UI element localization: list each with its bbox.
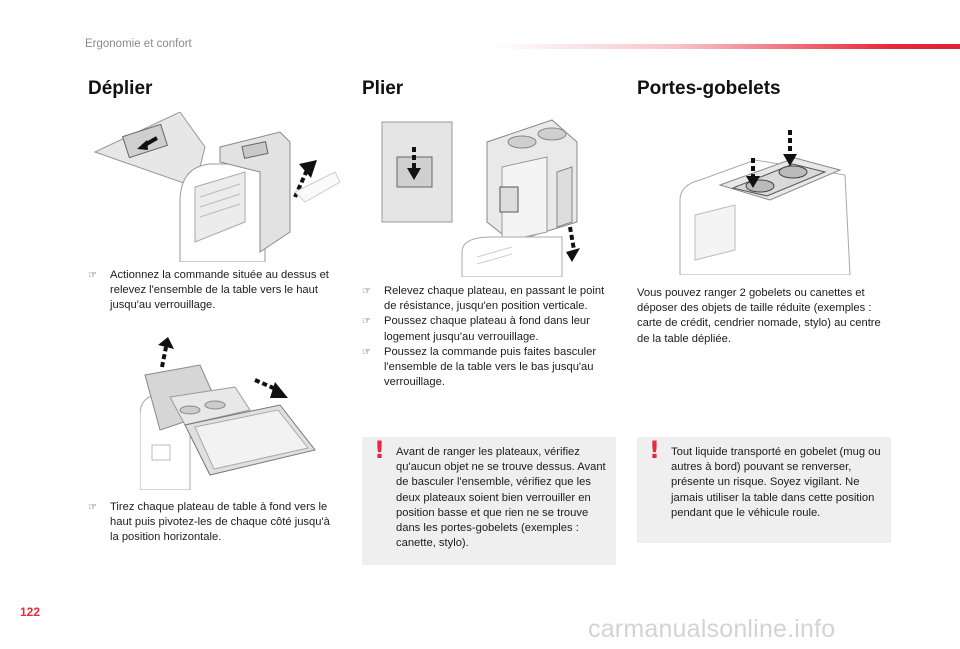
illustration-unfold-trays: [140, 335, 320, 490]
watermark-text: carmanualsonline.info: [588, 615, 836, 643]
section-title-plier: Plier: [362, 78, 404, 99]
warning-text: Tout liquide transporté en gobelet (mug …: [671, 446, 881, 519]
warning-exclamation-icon: !: [649, 436, 660, 464]
list-item: ☞ Tirez chaque plateau de table à fond v…: [88, 500, 338, 546]
pointing-hand-icon: ☞: [88, 270, 97, 281]
pointing-hand-icon: ☞: [362, 346, 371, 358]
pointing-hand-icon: ☞: [362, 286, 371, 297]
step-list-deplier-2: ☞ Tirez chaque plateau de table à fond v…: [88, 500, 338, 546]
section-title-gobelets: Portes-gobelets: [637, 78, 781, 99]
page-number: 122: [20, 605, 41, 619]
list-item: ☞ Poussez la commande puis faites bascul…: [362, 345, 617, 391]
pointing-hand-icon: ☞: [362, 316, 371, 328]
pointing-hand-icon: ☞: [88, 502, 97, 513]
step-list-plier: ☞ Relevez chaque plateau, en passant le …: [362, 284, 617, 390]
list-item: ☞ Relevez chaque plateau, en passant le …: [362, 284, 617, 314]
illustration-fold: [362, 112, 592, 277]
warning-exclamation-icon: !: [374, 436, 385, 464]
warning-box-plier: ! Avant de ranger les plateaux, vérifiez…: [362, 437, 616, 565]
illustration-cup-holders: [675, 120, 855, 275]
list-item: ☞ Poussez chaque plateau à fond dans leu…: [362, 314, 617, 344]
warning-box-gobelets: ! Tout liquide transporté en gobelet (mu…: [637, 437, 891, 543]
illustration-unfold-raise: [85, 112, 340, 262]
step-list-deplier-1: ☞ Actionnez la commande située au dessus…: [88, 268, 338, 314]
warning-text: Avant de ranger les plateaux, vérifiez q…: [396, 446, 606, 550]
list-item: ☞ Actionnez la commande située au dessus…: [88, 268, 338, 314]
header-accent-bar: [490, 44, 960, 49]
section-header: Ergonomie et confort: [85, 38, 192, 50]
cup-holders-description: Vous pouvez ranger 2 gobelets ou canette…: [637, 287, 881, 345]
section-title-deplier: Déplier: [88, 78, 153, 99]
